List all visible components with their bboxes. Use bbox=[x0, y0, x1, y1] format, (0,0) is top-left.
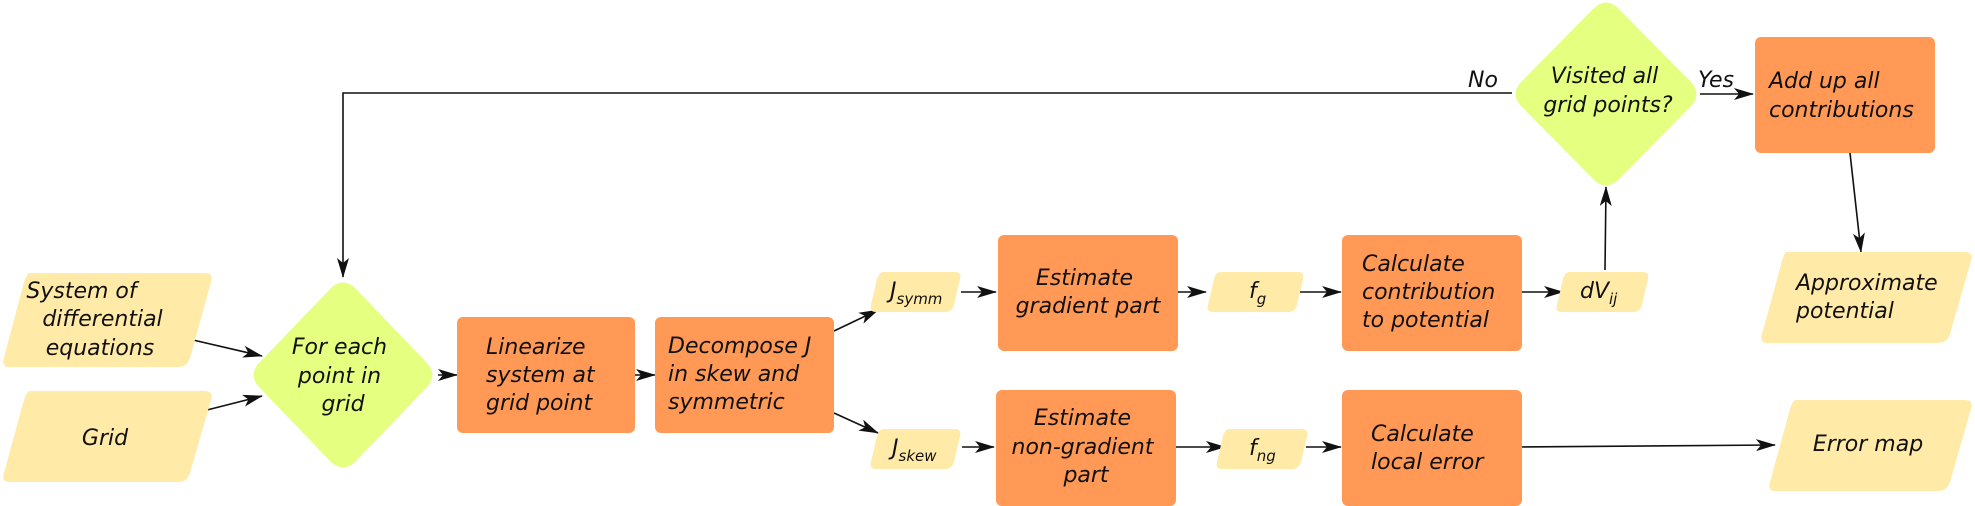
svg-text:dVij: dVij bbox=[1580, 279, 1618, 308]
est-nongrad-line-1: Estimate bbox=[1034, 406, 1131, 431]
j-symm-sub: symm bbox=[897, 290, 943, 308]
dv-ij-sub: ij bbox=[1609, 290, 1618, 308]
process-decompose: Decompose J in skew and symmetric bbox=[655, 317, 834, 433]
svg-text:Estimate gradient part: Estimate gradient part bbox=[1016, 266, 1162, 319]
decision-for-each-point: For each point in grid bbox=[253, 282, 433, 468]
edge-system-to-foreach bbox=[192, 339, 263, 358]
process-add-up: Add up all contributions bbox=[1755, 37, 1935, 153]
io-system-line-3: equations bbox=[46, 336, 155, 361]
process-calculate-contribution: Calculate contribution to potential bbox=[1342, 235, 1522, 351]
calc-error-line-2: local error bbox=[1371, 450, 1485, 475]
edge-visited-no-loop bbox=[337, 92, 1512, 278]
calc-contrib-line-3: to potential bbox=[1362, 308, 1489, 333]
svg-text:Estimate non-gradient: Estimate non-gradient part bbox=[1012, 406, 1161, 488]
foreach-line-2: point in bbox=[297, 364, 381, 389]
process-estimate-gradient: Estimate gradient part bbox=[998, 235, 1178, 351]
j-symm-base: J bbox=[886, 279, 897, 304]
process-calculate-local-error: Calculate local error bbox=[1342, 390, 1522, 506]
edge-grid-to-foreach bbox=[206, 394, 263, 411]
edge-decompose-to-jsymm bbox=[833, 309, 879, 332]
edge-addup-to-approx bbox=[1849, 152, 1865, 253]
svg-text:fg: fg bbox=[1249, 279, 1266, 308]
io-j-skew: Jskew bbox=[870, 429, 961, 469]
edge-decompose-to-jskew bbox=[833, 412, 879, 434]
visited-line-2: grid points? bbox=[1543, 93, 1673, 118]
edge-dvij-to-visited bbox=[1599, 186, 1612, 271]
io-f-ng: fng bbox=[1216, 429, 1308, 469]
foreach-line-3: grid bbox=[321, 392, 365, 417]
est-grad-line-1: Estimate bbox=[1036, 266, 1133, 291]
j-skew-sub: skew bbox=[899, 447, 938, 465]
calc-contrib-line-1: Calculate bbox=[1362, 252, 1465, 277]
f-ng-base: f bbox=[1249, 436, 1260, 461]
io-system-of-equations: System of differential equations bbox=[3, 273, 212, 367]
edge-calcerror-to-errormap bbox=[1521, 439, 1776, 452]
svg-text:Add up all contributions: Add up all contributions bbox=[1767, 69, 1914, 123]
svg-text:Visited all grid points?: Visited all grid points? bbox=[1543, 64, 1673, 118]
edges bbox=[192, 88, 1865, 453]
process-linearize: Linearize system at grid point bbox=[457, 317, 635, 433]
foreach-line-1: For each bbox=[292, 335, 387, 360]
add-up-line-2: contributions bbox=[1769, 98, 1914, 123]
f-g-sub: g bbox=[1257, 290, 1267, 308]
linearize-line-3: grid point bbox=[486, 391, 594, 416]
decompose-line-1: Decompose J bbox=[668, 334, 811, 359]
svg-text:Calculate contribution: Calculate contribution to potential bbox=[1362, 252, 1502, 333]
io-approx-line-1: Approximate bbox=[1794, 271, 1938, 296]
io-system-line-1: System of bbox=[26, 279, 139, 304]
decompose-line-2: in skew and bbox=[668, 362, 800, 387]
svg-text:fng: fng bbox=[1249, 436, 1276, 465]
process-estimate-nongradient: Estimate non-gradient part bbox=[996, 390, 1176, 506]
decompose-line-3: symmetric bbox=[668, 390, 785, 415]
svg-text:Linearize system at: Linearize system at grid point bbox=[486, 335, 602, 416]
edge-label-yes: Yes bbox=[1698, 68, 1734, 93]
svg-text:Decompose J in skew and: Decompose J in skew and symmetric bbox=[668, 334, 818, 415]
io-approx-line-2: potential bbox=[1795, 299, 1894, 324]
visited-line-1: Visited all bbox=[1551, 64, 1659, 89]
svg-text:For each point in: For each point in grid bbox=[292, 335, 394, 417]
io-system-line-2: differential bbox=[42, 307, 162, 332]
f-ng-sub: ng bbox=[1257, 447, 1276, 465]
f-g-base: f bbox=[1249, 279, 1260, 304]
dv-ij-base: dV bbox=[1580, 279, 1611, 304]
svg-text:Calculate local error: Calculate local error bbox=[1371, 422, 1485, 475]
est-nongrad-line-2: non-gradient bbox=[1012, 435, 1155, 460]
io-grid-label: Grid bbox=[82, 426, 129, 451]
calc-contrib-line-2: contribution bbox=[1362, 280, 1495, 305]
svg-text:System of differential: System of differential equations bbox=[26, 279, 169, 361]
io-f-g: fg bbox=[1207, 272, 1304, 312]
io-approximate-potential: Approximate potential bbox=[1761, 252, 1972, 343]
est-nongrad-line-3: part bbox=[1062, 463, 1109, 488]
j-skew-base: J bbox=[888, 436, 899, 461]
calc-error-line-1: Calculate bbox=[1371, 422, 1474, 447]
io-error-map: Error map bbox=[1769, 400, 1972, 491]
edge-label-no: No bbox=[1468, 68, 1498, 93]
decision-visited-all: Visited all grid points? bbox=[1515, 2, 1697, 186]
io-j-symm: Jsymm bbox=[870, 272, 961, 312]
io-grid: Grid bbox=[3, 391, 212, 482]
add-up-line-1: Add up all bbox=[1767, 69, 1880, 94]
io-error-map-label: Error map bbox=[1813, 432, 1923, 457]
svg-text:Jskew: Jskew bbox=[888, 436, 937, 465]
linearize-line-2: system at bbox=[486, 363, 596, 388]
io-dv-ij: dVij bbox=[1556, 272, 1649, 312]
svg-text:Approximate potential: Approximate potential bbox=[1794, 271, 1945, 324]
svg-text:Jsymm: Jsymm bbox=[886, 279, 942, 308]
linearize-line-1: Linearize bbox=[486, 335, 586, 360]
est-grad-line-2: gradient part bbox=[1016, 294, 1162, 319]
